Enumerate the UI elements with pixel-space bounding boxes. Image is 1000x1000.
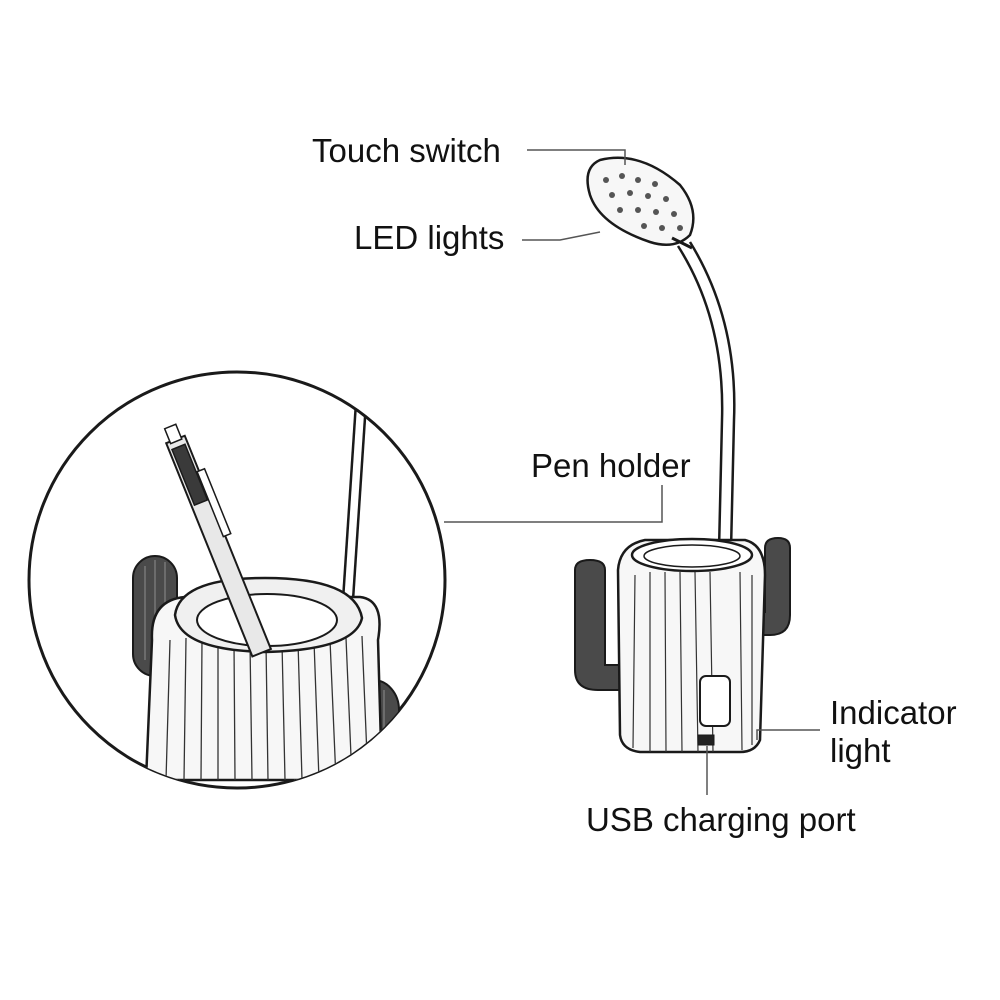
leader-lines	[444, 149, 820, 795]
led-dots	[603, 173, 683, 231]
leader-indicator-light	[756, 729, 820, 740]
zoom-pen	[163, 423, 273, 658]
lamp-neck	[671, 236, 736, 681]
zoom-cactus-pot	[144, 576, 384, 782]
label-led-lights: LED lights	[354, 219, 505, 256]
label-indicator-light-line2: light	[830, 732, 891, 769]
leader-touch-switch	[527, 149, 626, 165]
leader-led-lights	[522, 231, 601, 241]
label-touch-switch: Touch switch	[312, 132, 501, 169]
zoom-detail-circle	[27, 370, 447, 790]
label-indicator-light-line1: Indicator	[830, 694, 957, 731]
label-pen-holder: Pen holder	[531, 447, 691, 484]
cactus-pot	[574, 536, 791, 754]
lamp-head	[586, 156, 695, 247]
cactus-arm-left	[574, 558, 631, 691]
cactus-arm-right	[751, 536, 791, 636]
leader-pen-holder	[444, 485, 663, 523]
zoom-lamp-neck	[341, 372, 360, 601]
label-usb-charging-port: USB charging port	[586, 801, 856, 838]
